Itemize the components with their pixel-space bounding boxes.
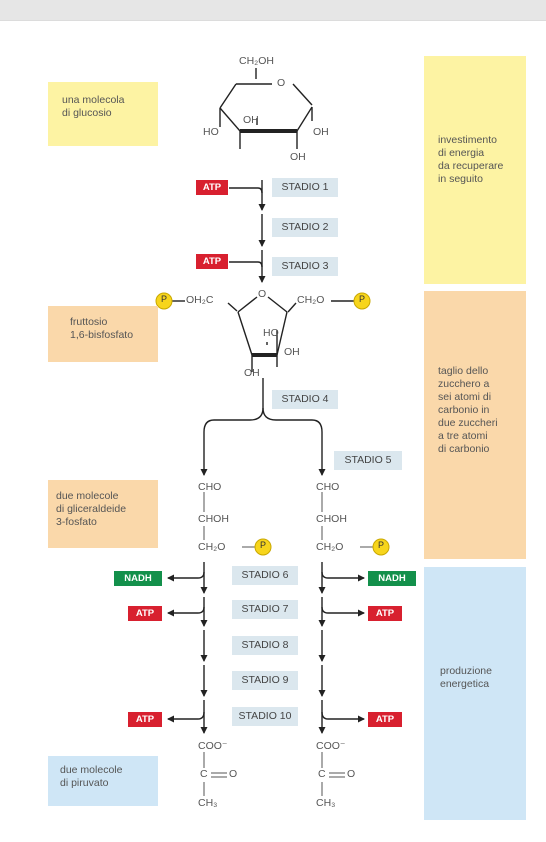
glucose-ring bbox=[219, 68, 313, 149]
phosphate-icons bbox=[155, 292, 390, 556]
atp-input: ATP bbox=[196, 180, 228, 195]
phosphate-label: P bbox=[377, 540, 384, 550]
nadh-output: NADH bbox=[368, 571, 416, 586]
glucose-oh: OH bbox=[290, 151, 306, 163]
stage-2: STADIO 2 bbox=[272, 218, 338, 237]
glucose-ring-o: O bbox=[277, 77, 286, 89]
pyruvate-o: O bbox=[347, 768, 356, 780]
atp-input: ATP bbox=[196, 254, 228, 269]
fructose-ch2o: CH₂O bbox=[297, 294, 325, 306]
fructose-oh: OH bbox=[284, 346, 300, 358]
g3p-choh: CHOH bbox=[316, 513, 347, 525]
stage-9: STADIO 9 bbox=[232, 671, 298, 690]
atp-output: ATP bbox=[128, 606, 162, 621]
nadh-output: NADH bbox=[114, 571, 162, 586]
pyruvate-o: O bbox=[229, 768, 238, 780]
stage-10: STADIO 10 bbox=[232, 707, 298, 726]
pyruvate-ch3: CH₃ bbox=[198, 797, 218, 809]
g3p-choh: CHOH bbox=[198, 513, 229, 525]
fructose-oh2c: OH₂C bbox=[186, 294, 214, 306]
g3p-ch2o: CH₂O bbox=[198, 541, 226, 553]
stage-5: STADIO 5 bbox=[334, 451, 402, 470]
atp-output: ATP bbox=[128, 712, 162, 727]
phosphate-label: P bbox=[358, 294, 365, 304]
top-bar bbox=[0, 0, 546, 21]
pyruvate-c: C bbox=[200, 768, 208, 780]
fructose-oh: OH bbox=[244, 367, 260, 379]
stage-7: STADIO 7 bbox=[232, 600, 298, 619]
atp-output: ATP bbox=[368, 606, 402, 621]
fructose-ring-o: O bbox=[258, 288, 267, 300]
phosphate-label: P bbox=[160, 294, 167, 304]
pyruvate-c: C bbox=[318, 768, 326, 780]
atp-output: ATP bbox=[368, 712, 402, 727]
stage-1: STADIO 1 bbox=[272, 178, 338, 197]
g3p-cho: CHO bbox=[198, 481, 222, 493]
pyruvate-coo: COO⁻ bbox=[198, 740, 228, 752]
phosphate-label: P bbox=[259, 540, 266, 550]
stage-4: STADIO 4 bbox=[272, 390, 338, 409]
stage-3: STADIO 3 bbox=[272, 257, 338, 276]
stage-6: STADIO 6 bbox=[232, 566, 298, 585]
fructose-ring bbox=[172, 296, 354, 372]
pyruvate-ch3: CH₃ bbox=[316, 797, 336, 809]
fructose-ho: HO bbox=[263, 327, 279, 339]
glucose-ho: HO bbox=[203, 126, 219, 138]
glucose-oh: OH bbox=[243, 114, 259, 126]
glucose-ch2oh: CH₂OH bbox=[239, 55, 274, 67]
glucose-oh: OH bbox=[313, 126, 329, 138]
pyruvate-coo: COO⁻ bbox=[316, 740, 346, 752]
g3p-ch2o: CH₂O bbox=[316, 541, 344, 553]
g3p-cho: CHO bbox=[316, 481, 340, 493]
stage-8: STADIO 8 bbox=[232, 636, 298, 655]
